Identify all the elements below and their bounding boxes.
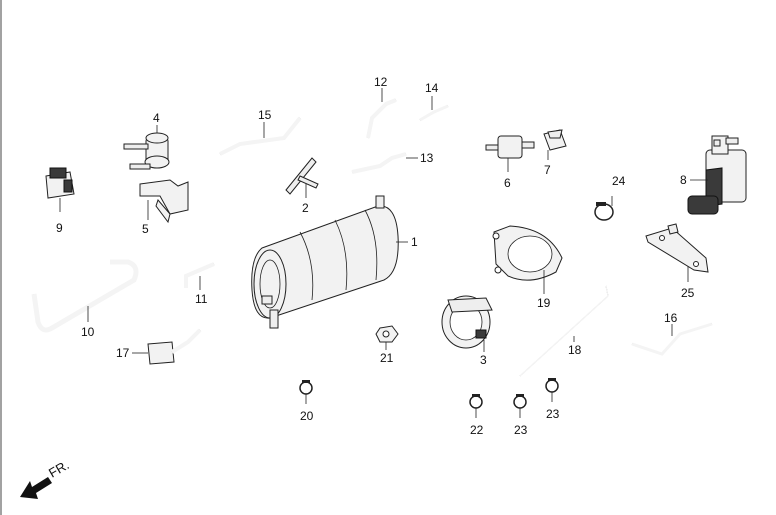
part-21-nut xyxy=(375,325,399,343)
direction-label: FR. xyxy=(46,457,72,480)
part-24-clip xyxy=(594,202,614,221)
callout-11: 11 xyxy=(195,292,208,306)
callout-12: 12 xyxy=(374,75,388,89)
part-4-valve xyxy=(123,132,170,170)
part-18-rod xyxy=(519,285,609,377)
part-20-clip xyxy=(299,380,313,395)
front-direction-arrow-icon xyxy=(20,477,52,499)
callout-6: 6 xyxy=(504,176,511,190)
part-14-connector xyxy=(419,104,449,122)
part-13-hose xyxy=(351,152,407,174)
part-23b-clip xyxy=(545,378,559,393)
callout-16: 16 xyxy=(664,311,678,325)
part-12-hose xyxy=(366,98,397,139)
part-5-bracket xyxy=(139,179,189,224)
callout-15: 15 xyxy=(258,108,272,122)
callout-1: 1 xyxy=(411,235,418,249)
callout-7: 7 xyxy=(544,163,551,177)
callout-14: 14 xyxy=(425,81,439,95)
part-1-canister xyxy=(251,195,399,329)
callout-22: 22 xyxy=(470,423,484,437)
callout-3: 3 xyxy=(480,353,487,367)
callout-23b: 23 xyxy=(546,407,560,421)
part-22-clip xyxy=(469,394,483,409)
callout-9: 9 xyxy=(56,221,63,235)
callout-17: 17 xyxy=(116,346,130,360)
callout-8: 8 xyxy=(680,173,687,187)
callout-13: 13 xyxy=(420,151,434,165)
part-19-band xyxy=(492,225,563,281)
callout-25: 25 xyxy=(681,286,695,300)
part-25-plate xyxy=(645,223,709,273)
part-10-long-hose xyxy=(31,259,139,333)
callout-10: 10 xyxy=(81,325,95,339)
part-3-holder-ring xyxy=(441,295,493,349)
callout-23a: 23 xyxy=(514,423,528,437)
part-15-hose xyxy=(219,116,302,156)
callout-24: 24 xyxy=(612,174,626,188)
callout-20: 20 xyxy=(300,409,314,423)
callout-2: 2 xyxy=(302,201,309,215)
part-6-filter xyxy=(485,135,535,159)
part-2-fitting xyxy=(285,157,319,195)
callout-5: 5 xyxy=(142,222,149,236)
part-23a-clip xyxy=(513,394,527,409)
callout-18: 18 xyxy=(568,343,582,357)
part-16-pipe xyxy=(631,322,713,356)
part-7-cap xyxy=(543,129,567,151)
part-9-joint xyxy=(45,167,75,199)
part-11-short-hose xyxy=(184,262,215,288)
part-8-solenoid xyxy=(687,135,747,215)
callout-4: 4 xyxy=(153,111,160,125)
part-17-elbow xyxy=(147,328,202,365)
callout-19: 19 xyxy=(537,296,551,310)
callout-21: 21 xyxy=(380,351,394,365)
